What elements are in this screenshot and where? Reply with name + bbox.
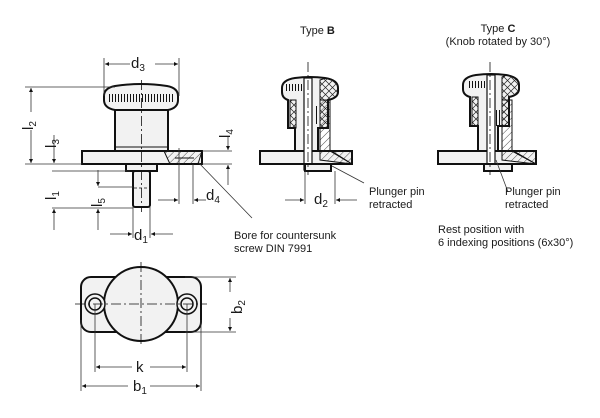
dim-b1: b1	[133, 378, 147, 397]
type-b-title: Type B	[300, 25, 335, 37]
type-c-plunger-callout: Plunger pin retracted	[505, 186, 561, 211]
dim-l5: l5	[89, 198, 108, 207]
dim-l1: l1	[43, 191, 62, 200]
main-side-view	[81, 80, 203, 212]
dim-d4: d4	[206, 187, 220, 206]
type-b-plunger-callout: Plunger pin retracted	[369, 186, 425, 211]
type-b-section-view	[259, 62, 353, 175]
top-view-dimension-lines	[80, 276, 236, 391]
dim-d3: d3	[131, 55, 145, 74]
main-dimension-lines	[25, 58, 253, 238]
type-c-title: Type C (Knob rotated by 30°)	[445, 23, 551, 48]
type-b-dimension-lines	[285, 165, 365, 204]
dim-l3: l3	[43, 139, 62, 148]
top-view	[75, 262, 207, 346]
dim-b2: b2	[229, 300, 248, 314]
dim-l2: l2	[20, 121, 39, 130]
bore-callout: Bore for countersunk screw DIN 7991	[234, 230, 337, 255]
dim-d2: d2	[314, 191, 328, 210]
dim-l4: l4	[217, 129, 236, 138]
type-c-section-view	[437, 62, 537, 175]
type-c-rest-note: Rest position with 6 indexing positions …	[438, 224, 574, 249]
dim-k: k	[136, 359, 144, 376]
dim-d1: d1	[134, 227, 148, 246]
type-c-leader	[495, 159, 509, 193]
